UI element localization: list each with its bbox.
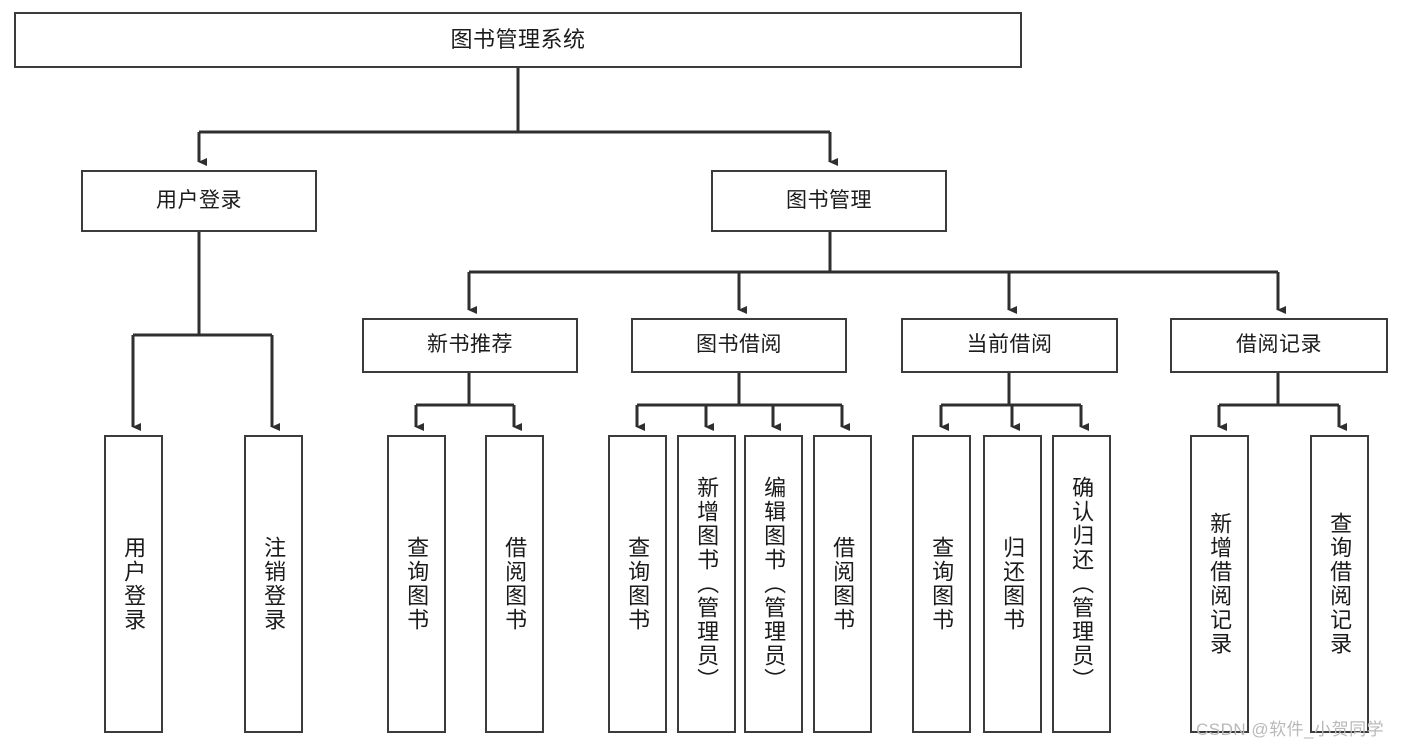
node-borrow-records-label: 借阅记录	[1236, 333, 1322, 357]
node-user-login[interactable]: 用户登录	[81, 170, 317, 232]
node-leaf-add-record[interactable]: 新增借阅记录	[1190, 435, 1249, 733]
node-leaf-query-book-3[interactable]: 查询图书	[912, 435, 971, 733]
node-leaf-return-book[interactable]: 归还图书	[983, 435, 1042, 733]
node-leaf-user-login[interactable]: 用户登录	[104, 435, 163, 733]
node-leaf-add-book[interactable]: 新增图书（管理员）	[677, 435, 736, 733]
node-root[interactable]: 图书管理系统	[14, 12, 1022, 68]
node-leaf-query-book-2-label: 查询图书	[625, 536, 651, 632]
node-current-borrow[interactable]: 当前借阅	[901, 318, 1118, 373]
node-book-management[interactable]: 图书管理	[711, 170, 947, 232]
node-leaf-query-record[interactable]: 查询借阅记录	[1310, 435, 1369, 733]
node-book-borrow[interactable]: 图书借阅	[631, 318, 847, 373]
node-leaf-confirm-return[interactable]: 确认归还（管理员）	[1052, 435, 1111, 733]
node-book-borrow-label: 图书借阅	[696, 333, 782, 357]
node-leaf-user-logout-label: 注销登录	[261, 536, 287, 632]
node-leaf-user-login-label: 用户登录	[121, 536, 147, 632]
node-leaf-borrow-book-1[interactable]: 借阅图书	[485, 435, 544, 733]
node-new-book-recommend[interactable]: 新书推荐	[362, 318, 578, 373]
node-borrow-records[interactable]: 借阅记录	[1170, 318, 1388, 373]
node-leaf-query-book-1-label: 查询图书	[404, 536, 430, 632]
node-leaf-confirm-return-label: 确认归还（管理员）	[1069, 476, 1095, 692]
node-leaf-edit-book[interactable]: 编辑图书（管理员）	[744, 435, 803, 733]
node-current-borrow-label: 当前借阅	[966, 333, 1053, 357]
watermark: CSDN @软件_小贺同学	[1196, 720, 1385, 739]
node-leaf-user-logout[interactable]: 注销登录	[244, 435, 303, 733]
node-leaf-borrow-book-1-label: 借阅图书	[502, 536, 528, 632]
node-root-label: 图书管理系统	[450, 27, 586, 53]
node-leaf-add-record-label: 新增借阅记录	[1207, 512, 1233, 656]
node-leaf-add-book-label: 新增图书（管理员）	[694, 476, 720, 692]
node-leaf-borrow-book-2-label: 借阅图书	[830, 536, 856, 632]
node-leaf-query-book-1[interactable]: 查询图书	[387, 435, 446, 733]
node-leaf-query-record-label: 查询借阅记录	[1327, 512, 1353, 656]
node-user-login-label: 用户登录	[156, 188, 242, 212]
node-book-management-label: 图书管理	[786, 188, 872, 212]
node-leaf-query-book-3-label: 查询图书	[929, 536, 955, 632]
node-leaf-borrow-book-2[interactable]: 借阅图书	[813, 435, 872, 733]
node-new-book-recommend-label: 新书推荐	[427, 333, 513, 357]
node-leaf-return-book-label: 归还图书	[1000, 536, 1026, 632]
node-leaf-edit-book-label: 编辑图书（管理员）	[761, 476, 787, 692]
node-leaf-query-book-2[interactable]: 查询图书	[608, 435, 667, 733]
